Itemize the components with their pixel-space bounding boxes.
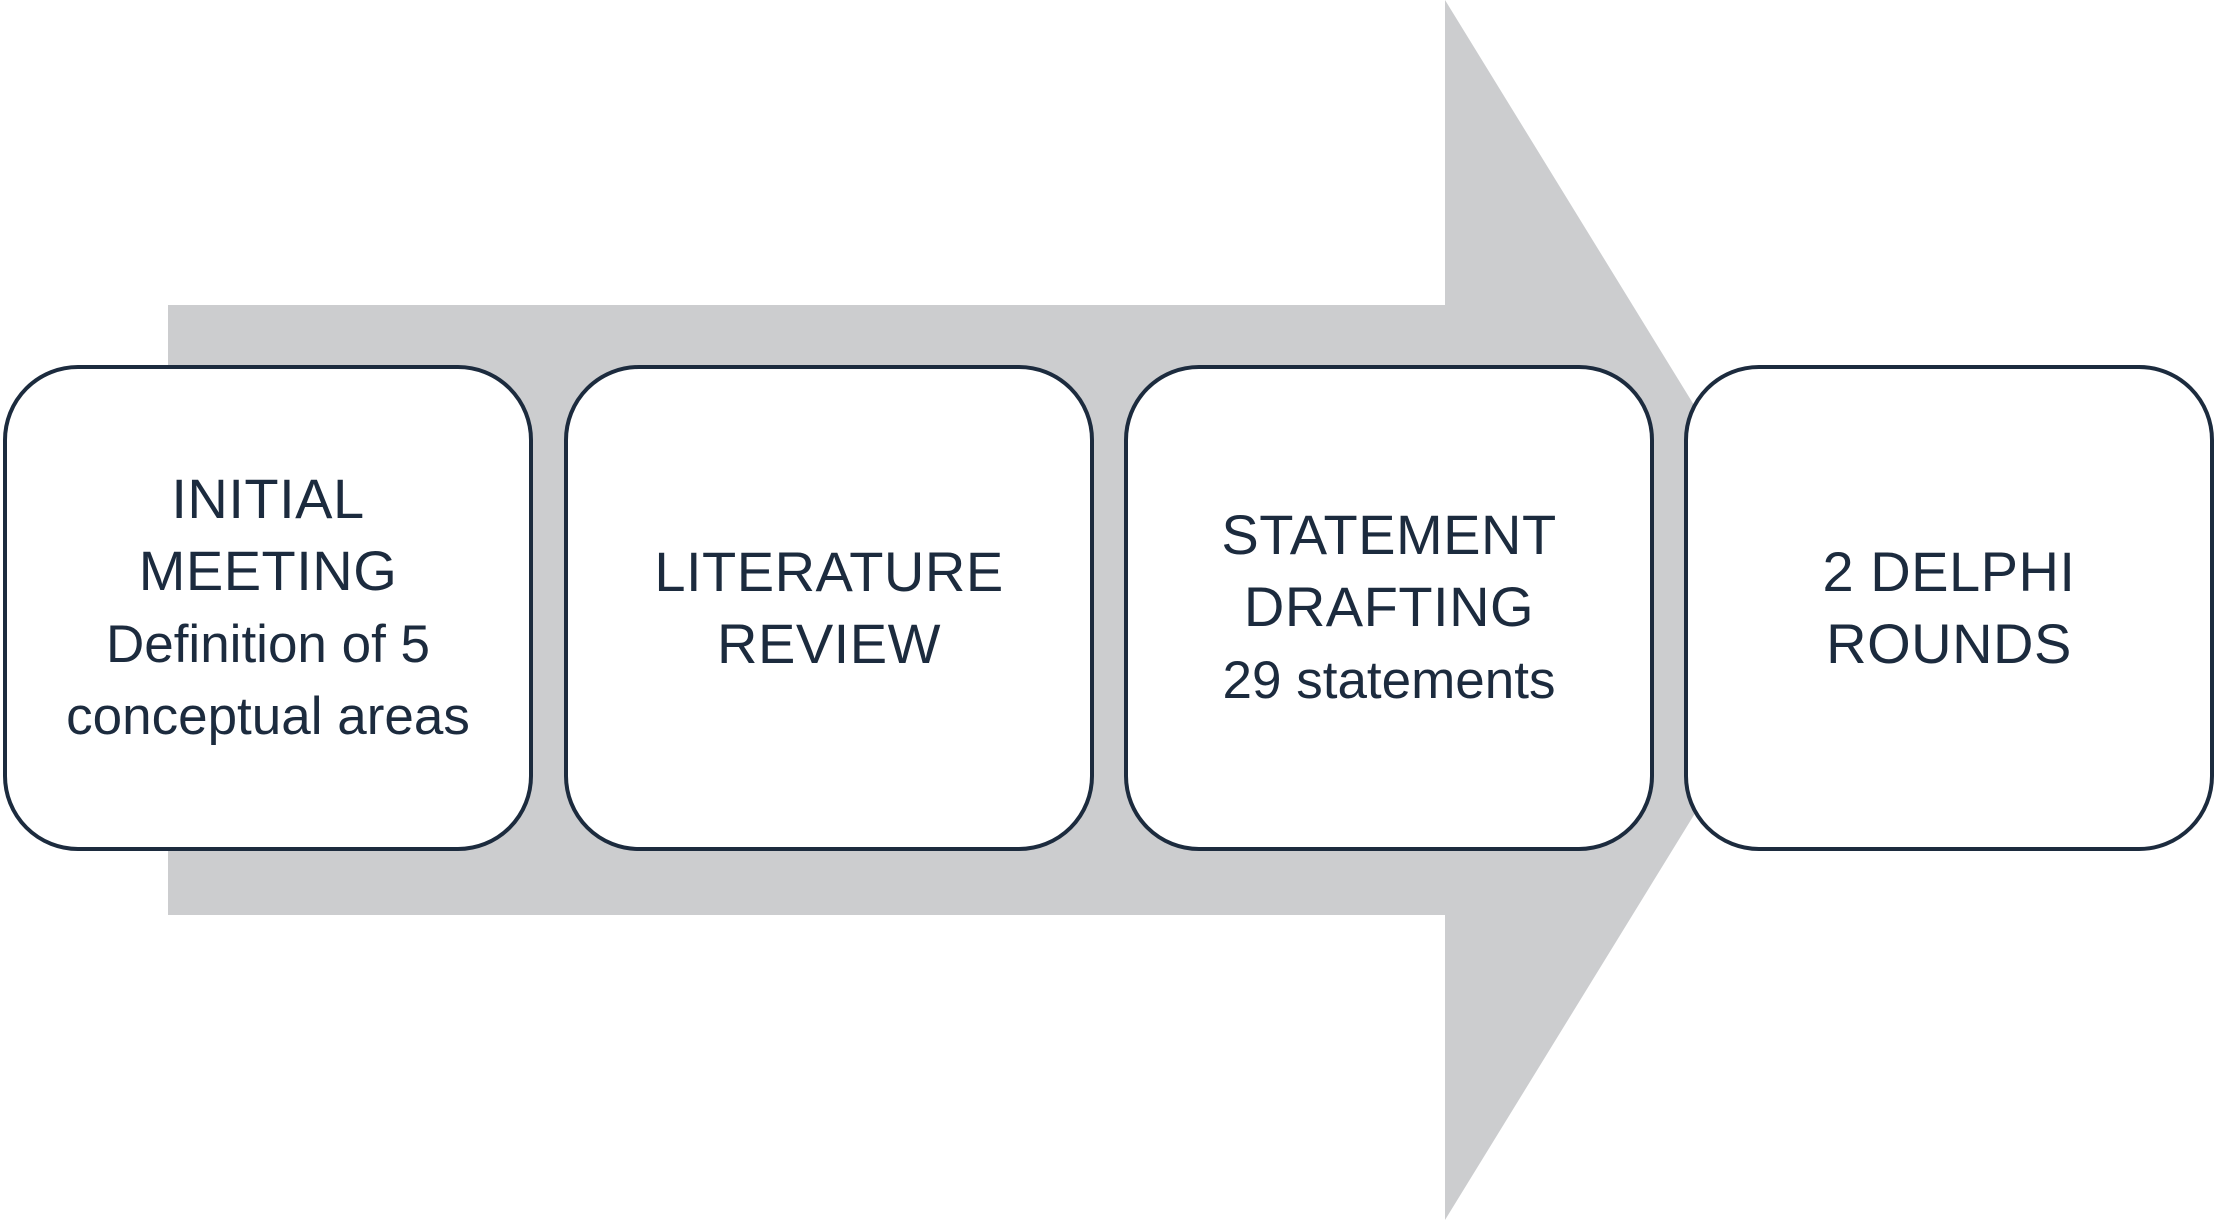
step-delphi-rounds: 2 DELPHI ROUNDS — [1684, 365, 2214, 851]
step-title: LITERATURE REVIEW — [654, 540, 1004, 675]
step-title: STATEMENT DRAFTING — [1221, 503, 1557, 638]
step-literature-review: LITERATURE REVIEW — [564, 365, 1094, 851]
step-title: INITIAL MEETING — [138, 467, 398, 602]
step-title: 2 DELPHI ROUNDS — [1822, 540, 2076, 675]
step-detail: Definition of 5 conceptual areas — [66, 615, 470, 746]
step-detail: 29 statements — [1222, 651, 1556, 710]
step-initial-meeting: INITIAL MEETING Definition of 5 conceptu… — [3, 365, 533, 851]
step-statement-drafting: STATEMENT DRAFTING 29 statements — [1124, 365, 1654, 851]
